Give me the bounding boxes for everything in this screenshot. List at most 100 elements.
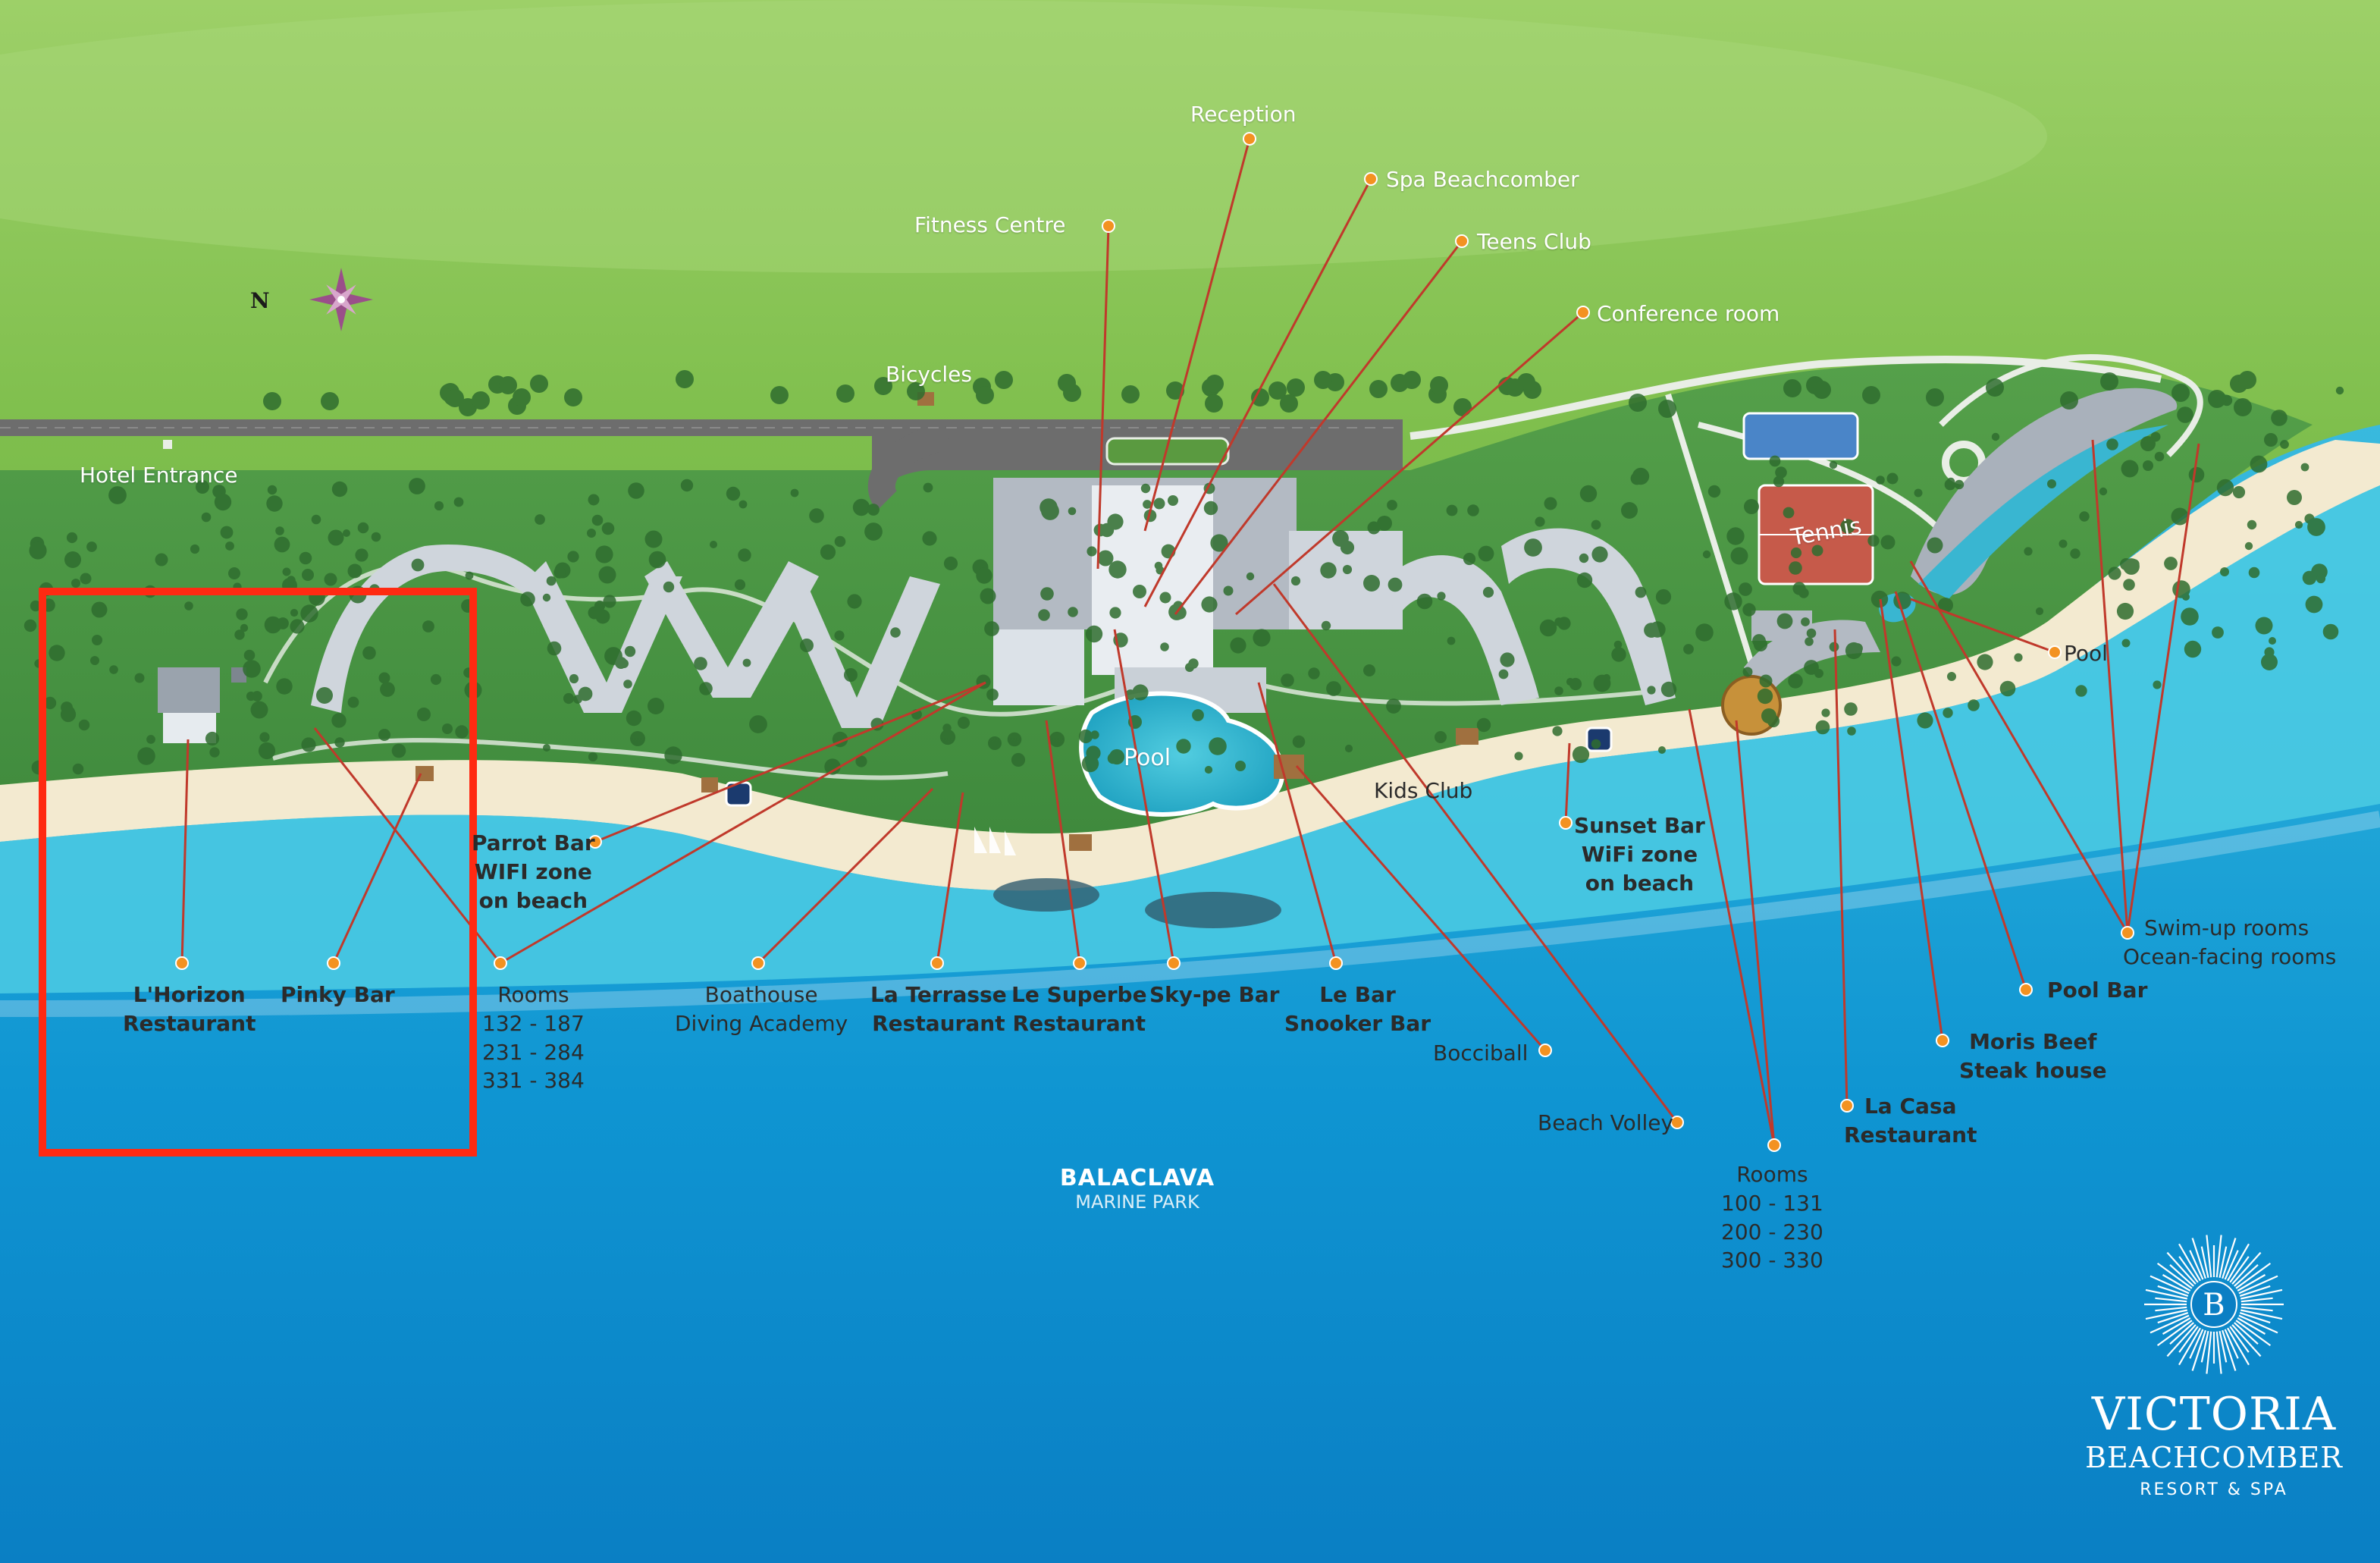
palm-tree	[2335, 386, 2344, 395]
palm-tree	[2244, 541, 2253, 551]
palm-tree	[1500, 652, 1515, 667]
palm-tree	[1168, 495, 1178, 506]
roadside-tree	[874, 377, 892, 395]
palm-tree	[1292, 735, 1306, 749]
palm-tree	[604, 647, 622, 665]
palm-tree	[1068, 507, 1077, 516]
palm-tree	[2177, 406, 2193, 423]
palm-tree	[738, 500, 748, 509]
palm-tree	[299, 551, 312, 565]
palm-tree	[1377, 516, 1392, 531]
palm-tree	[1591, 519, 1601, 530]
palm-tree	[1132, 684, 1149, 701]
label-la-casa: La Casa Restaurant	[1844, 1094, 1977, 1147]
label-pinky-bar: Pinky Bar	[281, 982, 395, 1007]
palm-tree	[328, 529, 344, 546]
palm-tree	[1847, 727, 1856, 736]
palm-tree	[2106, 438, 2118, 450]
roadside-tree	[263, 392, 281, 410]
palm-tree	[1143, 500, 1152, 509]
palm-tree	[250, 701, 268, 719]
logo-ray	[2224, 1329, 2239, 1359]
palm-tree	[240, 623, 249, 632]
palm-tree	[1476, 717, 1491, 733]
palm-tree	[2255, 617, 2273, 635]
palm-tree	[1107, 752, 1119, 764]
palm-tree	[24, 619, 37, 632]
palm-tree	[1789, 561, 1802, 575]
palm-tree	[726, 486, 741, 501]
palm-tree	[430, 673, 442, 686]
marine-park-label: BALACLAVA MARINE PARK	[1059, 1165, 1215, 1213]
palm-tree	[1702, 550, 1711, 559]
palm-tree	[664, 746, 682, 764]
palm-tree	[1011, 752, 1026, 767]
palm-tree	[86, 541, 97, 552]
leader-line	[1113, 629, 1175, 964]
palm-tree	[2075, 685, 2087, 697]
palm-tree	[594, 600, 606, 612]
palm-tree	[2184, 640, 2202, 658]
roadside-tree	[2171, 384, 2190, 402]
palm-tree	[1253, 629, 1271, 647]
palm-tree	[1230, 637, 1246, 654]
logo-ray	[2189, 1250, 2204, 1280]
palm-tree	[1947, 672, 1956, 681]
palm-tree	[809, 508, 824, 523]
palm-tree	[1769, 455, 1781, 467]
palm-tree	[72, 763, 84, 775]
marker-dot	[1243, 132, 1256, 146]
leader-line	[1174, 240, 1463, 615]
palm-tree	[1757, 688, 1773, 705]
logo-ray	[2155, 1306, 2187, 1312]
leader-line	[180, 739, 190, 964]
palm-tree	[1554, 686, 1563, 695]
roadside-tree	[446, 389, 464, 407]
leader-line	[1143, 138, 1251, 532]
palm-tree	[648, 698, 664, 714]
palm-tree	[2264, 647, 2275, 658]
palm-tree	[92, 635, 102, 645]
palm-tree	[1845, 642, 1863, 660]
palm-tree	[1133, 585, 1146, 598]
palm-tree	[64, 551, 81, 568]
palm-tree	[324, 573, 337, 586]
palm-tree	[1223, 585, 1234, 596]
roadside-tree	[907, 382, 925, 400]
palm-tree	[1759, 674, 1773, 688]
palm-tree	[1173, 606, 1187, 620]
logo-ray	[2235, 1263, 2272, 1289]
leader-line	[594, 681, 986, 843]
palm-tree	[234, 629, 245, 640]
palm-tree	[1482, 586, 1494, 598]
palm-tree	[2181, 607, 2199, 626]
palm-tree	[1914, 488, 1923, 497]
palm-tree	[422, 620, 434, 632]
palm-tree	[1203, 501, 1218, 516]
label-conference: Conference room	[1597, 301, 1780, 326]
palm-tree	[2216, 479, 2234, 497]
logo-ray	[2169, 1322, 2194, 1345]
palm-tree	[644, 530, 663, 548]
palm-tree	[60, 706, 77, 723]
palm-tree	[1880, 535, 1896, 550]
palm-tree	[1938, 598, 1953, 613]
palm-tree	[824, 758, 841, 775]
palm-tree	[1870, 590, 1889, 608]
palm-tree	[1968, 699, 1980, 711]
palm-tree	[1467, 504, 1479, 516]
logo-ray	[2238, 1314, 2278, 1334]
roadside-tree	[995, 371, 1013, 389]
palm-tree	[569, 673, 579, 684]
label-rooms-east: Rooms 100 - 131 200 - 230 300 - 330	[1721, 1162, 1823, 1273]
logo-ray	[2178, 1243, 2201, 1282]
palm-tree	[1814, 669, 1823, 678]
marker-dot	[2019, 983, 2033, 996]
palm-tree	[1644, 623, 1659, 638]
palm-tree	[1829, 642, 1839, 652]
palm-tree	[1695, 623, 1714, 642]
palm-tree	[1201, 596, 1218, 613]
palm-tree	[1844, 702, 1858, 716]
roadside-tree	[770, 386, 789, 404]
palm-tree	[380, 682, 395, 697]
